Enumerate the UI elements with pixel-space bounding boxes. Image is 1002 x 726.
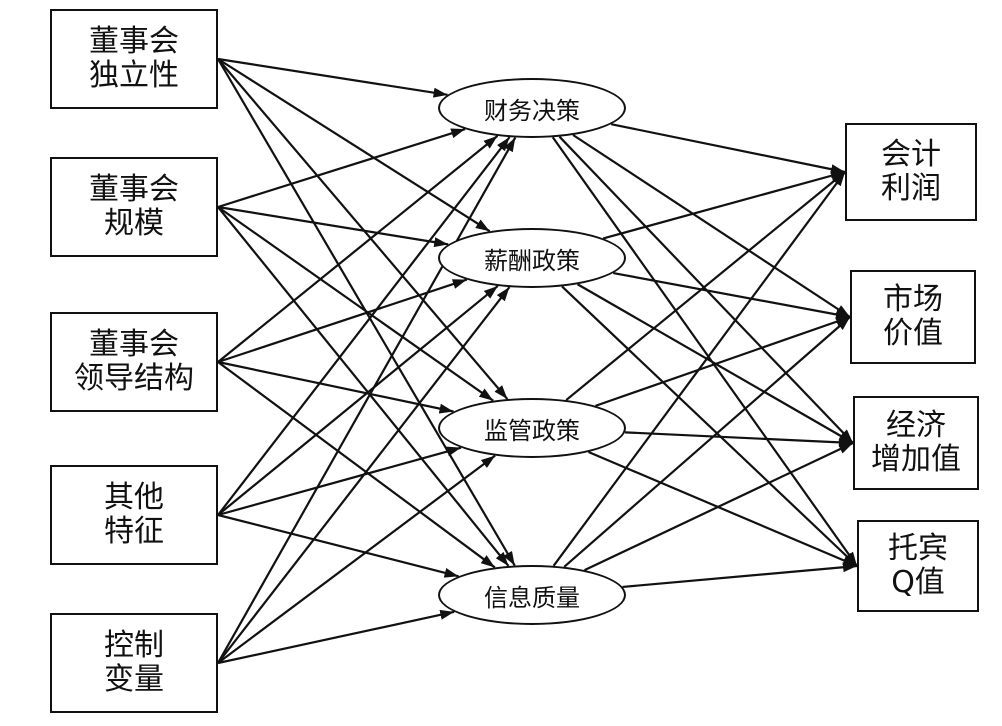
box-board-leadership-structure: 董事会 领导结构 (50, 312, 218, 412)
box-other-characteristics: 其他 特征 (50, 465, 218, 565)
box-accounting-profit: 会计 利润 (845, 123, 977, 221)
arrow-g3-to-m3 (217, 360, 454, 414)
ellipse-label: 财务决策 (484, 96, 580, 125)
arrow-g5-to-m1 (217, 136, 517, 664)
box-label-line: 领导结构 (74, 361, 194, 396)
arrow-m4-to-o1 (552, 171, 846, 567)
arrow-g2-to-m1 (217, 128, 466, 209)
box-label-line: 规模 (104, 206, 164, 241)
ellipse-supervision-policy: 监管政策 (438, 398, 626, 458)
box-label-line: 托宾 (888, 531, 948, 566)
box-label-line: 控制 (104, 628, 164, 663)
arrow-g1-to-m1 (217, 57, 448, 98)
box-board-size: 董事会 规模 (50, 157, 218, 257)
arrow-g5-to-m4 (217, 609, 455, 665)
box-label-line: 利润 (881, 171, 941, 206)
ellipse-financial-decision: 财务决策 (438, 78, 626, 138)
box-control-variables: 控制 变量 (50, 613, 218, 713)
box-market-value: 市场 价值 (850, 270, 976, 364)
ellipse-label: 信息质量 (484, 583, 580, 612)
box-label-line: 其他 (104, 480, 164, 515)
arrow-m2-to-o2 (613, 271, 851, 320)
arrow-g2-to-m4 (217, 206, 510, 567)
box-label-line: 增加值 (871, 442, 961, 477)
box-label-line: 变量 (104, 662, 164, 697)
arrow-g3-to-m1 (217, 135, 499, 363)
arrow-g1-to-m2 (217, 58, 491, 233)
arrow-g4-to-m3 (217, 446, 462, 517)
arrow-m4-to-o4 (622, 562, 858, 589)
arrow-g4-to-m2 (217, 285, 499, 516)
arrow-m1-to-o2 (572, 134, 851, 318)
ellipse-compensation-policy: 薪酬政策 (438, 228, 626, 288)
box-label-line: 独立性 (89, 58, 179, 93)
box-label-line: 价值 (883, 316, 943, 351)
box-label-line: 特征 (104, 514, 164, 549)
box-economic-value-added: 经济 增加值 (853, 396, 979, 490)
arrow-m4-to-o2 (563, 316, 851, 568)
box-label-line: 市场 (883, 282, 943, 317)
arrow-m3-to-o4 (588, 450, 858, 568)
arrow-m2-to-o4 (561, 285, 858, 567)
arrow-g5-to-m2 (217, 286, 511, 664)
box-label-line: 董事会 (89, 172, 179, 207)
ellipse-information-quality: 信息质量 (438, 565, 626, 625)
box-label-line: 会计 (881, 137, 941, 172)
arrow-g4-to-m1 (217, 136, 511, 516)
arrow-m3-to-o3 (624, 431, 854, 448)
arrow-g3-to-m2 (217, 278, 468, 364)
arrow-m4-to-o3 (584, 442, 854, 572)
arrow-m1-to-o1 (610, 123, 846, 175)
ellipse-label: 监管政策 (484, 416, 580, 445)
arrow-g2-to-m2 (217, 205, 449, 248)
box-label-line: 董事会 (89, 327, 179, 362)
arrow-m3-to-o1 (565, 171, 846, 401)
box-tobins-q: 托宾 Q值 (857, 520, 979, 612)
box-label-line: Q值 (891, 565, 945, 600)
box-label-line: 经济 (886, 408, 946, 443)
arrow-m1-to-o4 (551, 136, 858, 567)
arrow-g5-to-m3 (217, 454, 496, 664)
arrow-m3-to-o2 (595, 315, 851, 407)
box-label-line: 董事会 (89, 24, 179, 59)
arrow-g1-to-m3 (217, 58, 509, 400)
ellipse-label: 薪酬政策 (484, 246, 580, 275)
arrow-m2-to-o1 (602, 170, 846, 240)
arrow-g4-to-m4 (217, 513, 459, 578)
arrow-g3-to-m4 (217, 361, 496, 569)
box-board-independence: 董事会 独立性 (50, 9, 218, 109)
